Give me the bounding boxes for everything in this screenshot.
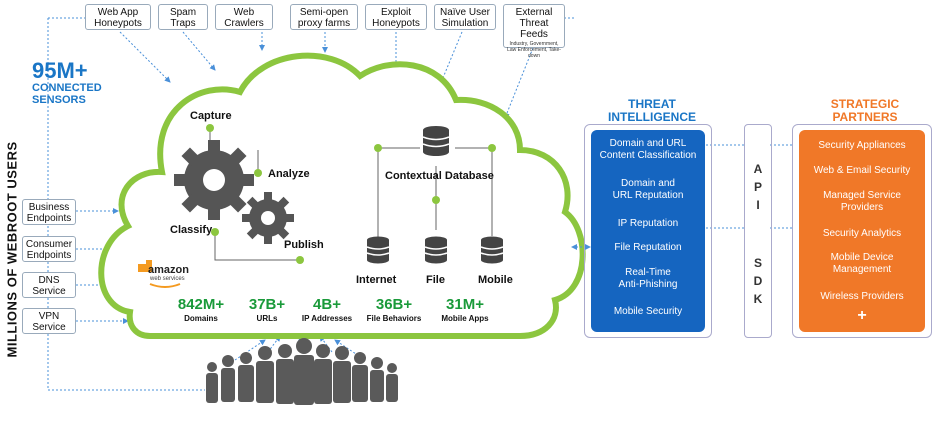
- partners-frame: [792, 124, 932, 338]
- partner-wireless: Wireless Providers: [820, 291, 904, 302]
- api-letter-a: A: [753, 162, 763, 176]
- intel-item-mobile-security: Mobile Security: [613, 306, 683, 317]
- label-contextual-db: Contextual Database: [385, 170, 494, 182]
- arrow-naive: [439, 31, 463, 86]
- stat-urls-value: 37B+: [248, 296, 286, 313]
- dot-capture: [206, 124, 214, 132]
- gear-large-icon: [174, 140, 254, 220]
- stat-mobile-value: 31M+: [446, 296, 484, 313]
- label-internet: Internet: [356, 274, 397, 286]
- stat-files-label: File Behaviors: [366, 314, 422, 323]
- database-file-icon: [424, 236, 448, 264]
- amazon-logo-icon: [138, 260, 181, 288]
- dot-mobile: [488, 144, 496, 152]
- arrow-external: [504, 47, 534, 119]
- database-main-icon: [422, 126, 450, 156]
- api-letter-i: I: [756, 198, 760, 212]
- intel-item-file-reputation: File Reputation: [614, 242, 682, 253]
- label-publish: Publish: [284, 239, 324, 251]
- partner-security-analytics: Security Analytics: [822, 228, 902, 239]
- dot-publish: [296, 256, 304, 264]
- database-internet-icon: [366, 236, 390, 264]
- gear-small-icon: [242, 192, 294, 244]
- arrow-spam: [182, 31, 216, 71]
- threat-intel-frame: [584, 124, 712, 338]
- database-mobile-icon: [480, 236, 504, 264]
- sdk-letter-d: D: [753, 274, 763, 288]
- stat-domains-label: Domains: [184, 314, 218, 323]
- users-crowd-icon: [206, 338, 398, 405]
- stat-domains-value: 842M+: [177, 296, 225, 313]
- users-title: MILLIONS OF WEBROOT USERS: [4, 141, 20, 358]
- label-mobile: Mobile: [478, 274, 513, 286]
- stat-files-value: 36B+: [375, 296, 413, 313]
- dot-classify: [211, 228, 219, 236]
- partners-panel: Security Appliances Web & Email Security…: [799, 130, 925, 332]
- external-feeds-detail: Industry, Government, Law Enforcement, T…: [507, 41, 561, 59]
- label-analyze: Analyze: [268, 168, 310, 180]
- dot-analyze: [254, 169, 262, 177]
- intel-item-ip-reputation: IP Reputation: [617, 218, 679, 229]
- amazon-sub: web services: [150, 276, 185, 282]
- arrow-web-app: [119, 31, 171, 83]
- stat-ip-value: 4B+: [313, 296, 341, 313]
- dot-file: [432, 196, 440, 204]
- sensors-label: CONNECTED SENSORS: [32, 82, 102, 106]
- partner-web-email: Web & Email Security: [813, 165, 911, 176]
- api-sdk-frame: [744, 124, 772, 338]
- stat-urls-label: URLs: [256, 314, 278, 323]
- label-file: File: [426, 274, 445, 286]
- cloud-shape: [98, 52, 586, 339]
- partner-plus-icon: +: [857, 307, 867, 324]
- sensors-count: 95M+: [32, 58, 88, 83]
- label-classify: Classify: [170, 224, 213, 236]
- amazon-name: amazon: [148, 264, 189, 276]
- stat-mobile-label: Mobile Apps: [441, 314, 489, 323]
- label-capture: Capture: [190, 110, 232, 122]
- sdk-letter-k: K: [753, 292, 763, 306]
- partner-security-appliances: Security Appliances: [818, 140, 906, 151]
- frame-line: [47, 18, 205, 391]
- sdk-letter-s: S: [753, 256, 762, 270]
- stat-ip-label: IP Addresses: [301, 314, 353, 323]
- connector-classify: [214, 232, 300, 261]
- dot-internet: [374, 144, 382, 152]
- api-letter-p: P: [753, 180, 762, 194]
